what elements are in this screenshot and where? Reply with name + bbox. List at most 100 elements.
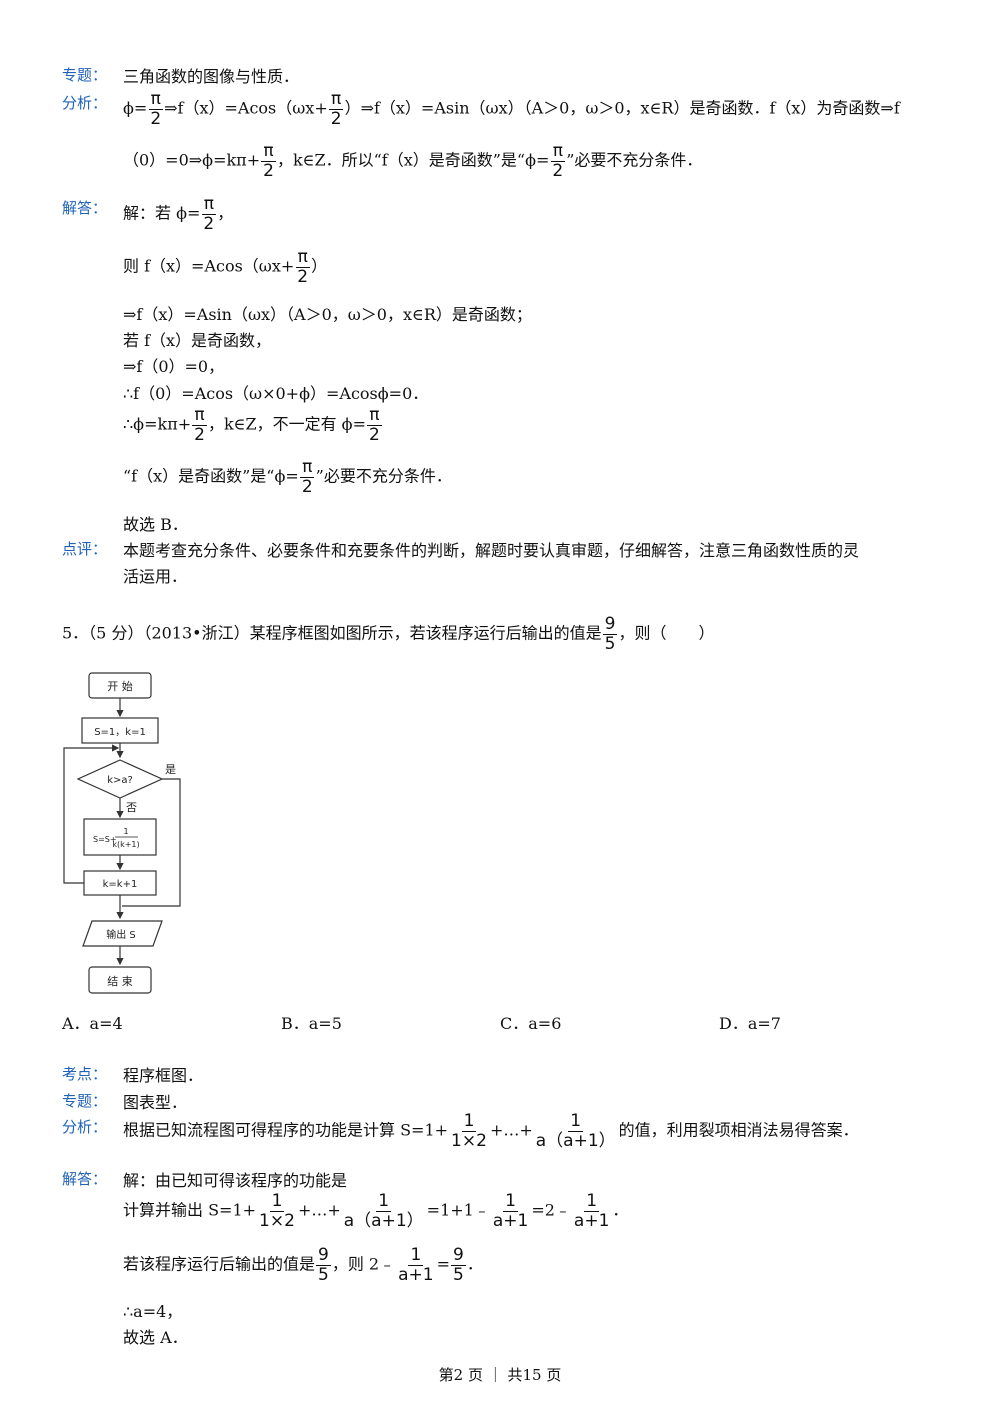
text: =1+1﹣ (426, 1200, 490, 1220)
text: 若该程序运行后输出的值是 (123, 1254, 316, 1274)
sum-denominator: k(k+1) (112, 840, 139, 849)
no-label: 否 (126, 801, 137, 814)
numerator: 1 (503, 1191, 518, 1212)
q5-kaodian-text: 程序框图． (123, 1066, 204, 1085)
sum-prefix: S=S+ (93, 835, 117, 844)
text: ，则（ ） (618, 623, 715, 643)
condition-label: k>a? (107, 775, 133, 786)
option-a: A．a=4 (62, 1014, 123, 1033)
label-fenxi: 分析： (62, 94, 108, 112)
numerator: π (261, 141, 276, 162)
q4-jieda-line9: 故选 B． (123, 515, 188, 534)
denominator: 5 (604, 633, 616, 654)
program-flowchart: 开 始 S=1，k=1 k>a? 是 否 S=S+ 1 k(k+1) k=k+1… (63, 672, 181, 994)
text: 则 f（x）=Acos（ωx+ (123, 256, 295, 276)
end-label: 结 束 (107, 975, 133, 988)
option-d: D．a=7 (719, 1014, 781, 1033)
denominator: 1×2 (259, 1210, 295, 1231)
end-box (88, 966, 152, 994)
q4-jieda-line4: 若 f（x）是奇函数， (123, 331, 272, 350)
text: ∴ϕ=kπ+ (123, 414, 192, 434)
page-footer: 第2 页 ｜ 共15 页 (438, 1366, 562, 1384)
text: ， (217, 203, 234, 223)
numerator: π (329, 89, 344, 110)
text: “f（x）是奇函数”是“ϕ= (123, 466, 299, 486)
text: 解：若 ϕ= (123, 203, 201, 223)
text: =2﹣ (531, 1200, 571, 1220)
label-dianping: 点评： (62, 540, 108, 558)
denominator: 1×2 (451, 1130, 487, 1151)
numerator: π (295, 247, 310, 268)
numerator: 1 (461, 1111, 477, 1132)
numerator: π (148, 89, 163, 110)
text: ． (612, 1200, 629, 1220)
q4-dianping-line1: 本题考查充分条件、必要条件和充要条件的判断，解题时要认真审题，仔细解答，注意三角… (123, 541, 860, 560)
text: ”必要不充分条件． (566, 150, 703, 170)
denominator: 2 (301, 476, 313, 497)
numerator: π (550, 141, 565, 162)
init-label: S=1，k=1 (94, 727, 146, 738)
q5-zhuanti-text: 图表型． (123, 1093, 188, 1112)
output-label: 输出 S (106, 928, 136, 941)
text: ϕ= (123, 98, 148, 118)
numerator: π (201, 194, 216, 215)
option-b: B．a=5 (281, 1014, 342, 1033)
text: +…+ (297, 1200, 341, 1220)
denominator: 5 (318, 1264, 329, 1285)
numerator: 1 (269, 1191, 285, 1212)
numerator: 9 (602, 614, 618, 635)
text: 计算并输出 S=1+ (123, 1200, 257, 1220)
label-zhuanti: 专题： (62, 1092, 108, 1110)
q4-jieda-line5: ⇒f（0）=0， (123, 357, 225, 376)
q5-jieda-line4: ∴a=4， (123, 1302, 183, 1321)
text: （0）=0⇒ϕ=kπ+ (123, 150, 261, 170)
text: = (436, 1254, 451, 1274)
numerator: 9 (451, 1245, 466, 1266)
text: +…+ (489, 1120, 533, 1140)
numerator: π (300, 457, 315, 478)
label-jieda: 解答： (62, 1170, 108, 1188)
text: ） (311, 256, 328, 276)
increment-label: k=k+1 (103, 879, 138, 890)
denominator: 2 (263, 160, 274, 181)
numerator: 1 (408, 1245, 424, 1266)
loop-back-line (63, 744, 120, 884)
output-parallelogram (82, 920, 163, 947)
q4-jieda-line6: ∴f（0）=Acos（ω×0+ϕ）=Acosϕ=0． (123, 384, 429, 403)
numerator: 1 (568, 1111, 584, 1132)
text: ⇒f（x）=Acos（ωx+ (164, 98, 328, 118)
denominator: a+1 (492, 1210, 529, 1231)
q4-zhuanti-text: 三角函数的图像与性质． (123, 67, 300, 86)
text: 的值，利用裂项相消法易得答案． (618, 1120, 859, 1140)
denominator: a+1 (573, 1210, 610, 1231)
denominator: 2 (369, 424, 380, 445)
denominator: a（a+1） (535, 1130, 616, 1151)
text: ”必要不充分条件． (315, 466, 452, 486)
denominator: 2 (330, 108, 342, 129)
label-zhuanti: 专题： (62, 66, 108, 84)
numerator: π (367, 405, 382, 426)
denominator: a+1 (398, 1264, 434, 1285)
text: 根据已知流程图可得程序的功能是计算 S=1+ (123, 1120, 449, 1140)
